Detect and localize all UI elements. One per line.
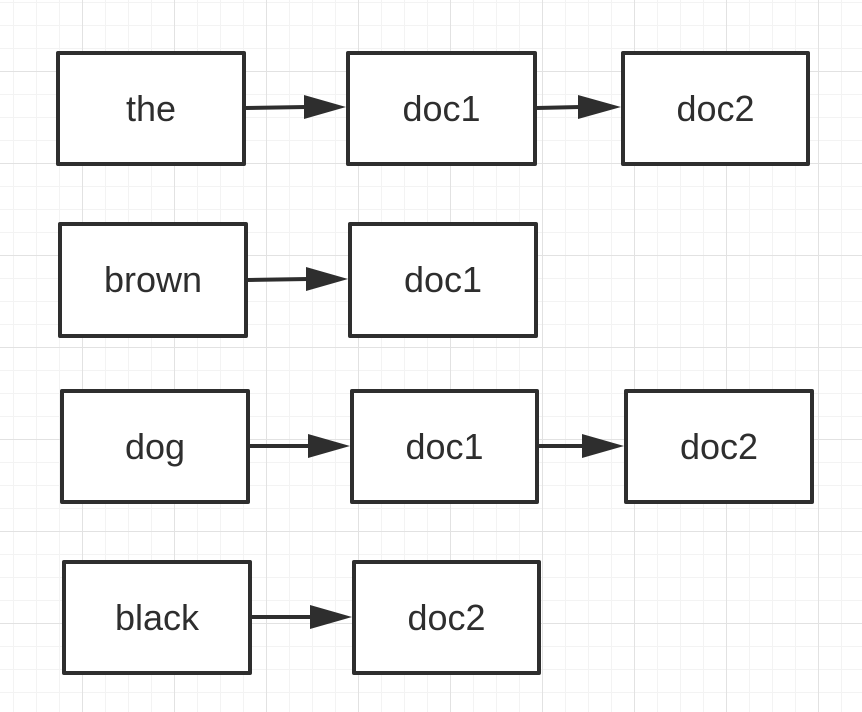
arrow-dog-to-doc1 bbox=[250, 434, 350, 458]
doc-node-dog-1: doc1 bbox=[350, 389, 539, 504]
term-node-dog: dog bbox=[60, 389, 250, 504]
arrow-black-to-doc2 bbox=[251, 605, 352, 629]
doc-node-black-1: doc2 bbox=[352, 560, 541, 675]
term-node-the: the bbox=[56, 51, 246, 166]
doc-node-the-2: doc2 bbox=[621, 51, 810, 166]
doc-node-the-1: doc1 bbox=[346, 51, 537, 166]
doc-node-brown-1: doc1 bbox=[348, 222, 538, 338]
arrow-dog-doc1-to-doc2 bbox=[539, 434, 624, 458]
term-node-brown: brown bbox=[58, 222, 248, 338]
arrow-the-doc1-to-doc2 bbox=[536, 95, 621, 119]
arrow-the-to-doc1 bbox=[245, 95, 346, 119]
doc-node-dog-2: doc2 bbox=[624, 389, 814, 504]
arrow-brown-to-doc1 bbox=[247, 267, 348, 291]
term-node-black: black bbox=[62, 560, 252, 675]
